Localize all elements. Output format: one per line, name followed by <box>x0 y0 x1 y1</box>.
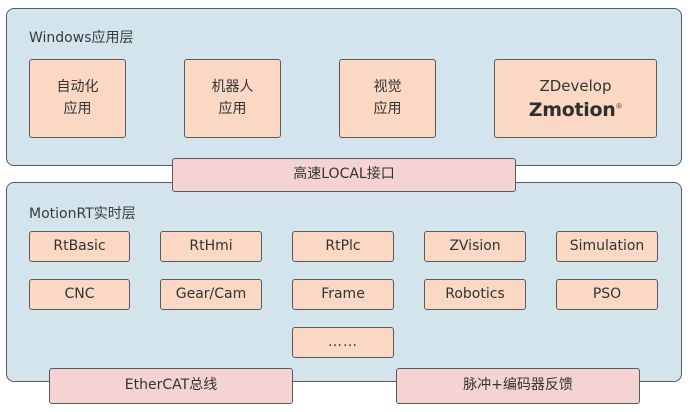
robot-app-box: 机器人 应用 <box>184 59 281 138</box>
vision-app-line1: 视觉 <box>373 78 402 95</box>
realtime-layer-title: MotionRT实时层 <box>29 206 136 222</box>
robot-app-line2: 应用 <box>218 100 247 117</box>
zdevelop-box: ZDevelop Zmotion® <box>494 59 657 138</box>
robot-app-line1: 机器人 <box>211 78 254 95</box>
module-simulation: Simulation <box>556 231 658 262</box>
vision-app-line2: 应用 <box>373 100 402 117</box>
module-cnc: CNC <box>29 279 130 310</box>
module-frame: Frame <box>292 279 394 310</box>
module-gear-cam: Gear/Cam <box>160 279 262 310</box>
module-zvision: ZVision <box>424 231 526 262</box>
local-interface-bar: 高速LOCAL接口 <box>172 158 516 192</box>
automation-app-line2: 应用 <box>63 100 92 117</box>
module-more: …… <box>292 327 394 358</box>
pulse-encoder-bar: 脉冲+编码器反馈 <box>396 368 640 404</box>
windows-layer-title: Windows应用层 <box>29 30 134 46</box>
automation-app-box: 自动化 应用 <box>29 59 126 138</box>
vision-app-box: 视觉 应用 <box>339 59 436 138</box>
zmotion-logo: Zmotion® <box>528 98 623 121</box>
zdevelop-label: ZDevelop <box>539 77 612 96</box>
module-robotics: Robotics <box>424 279 526 310</box>
automation-app-line1: 自动化 <box>56 78 99 95</box>
ethercat-bus-bar: EtherCAT总线 <box>49 368 293 404</box>
module-rtbasic: RtBasic <box>29 231 130 262</box>
module-rthmi: RtHmi <box>160 231 262 262</box>
module-pso: PSO <box>556 279 658 310</box>
module-rtplc: RtPlc <box>292 231 394 262</box>
